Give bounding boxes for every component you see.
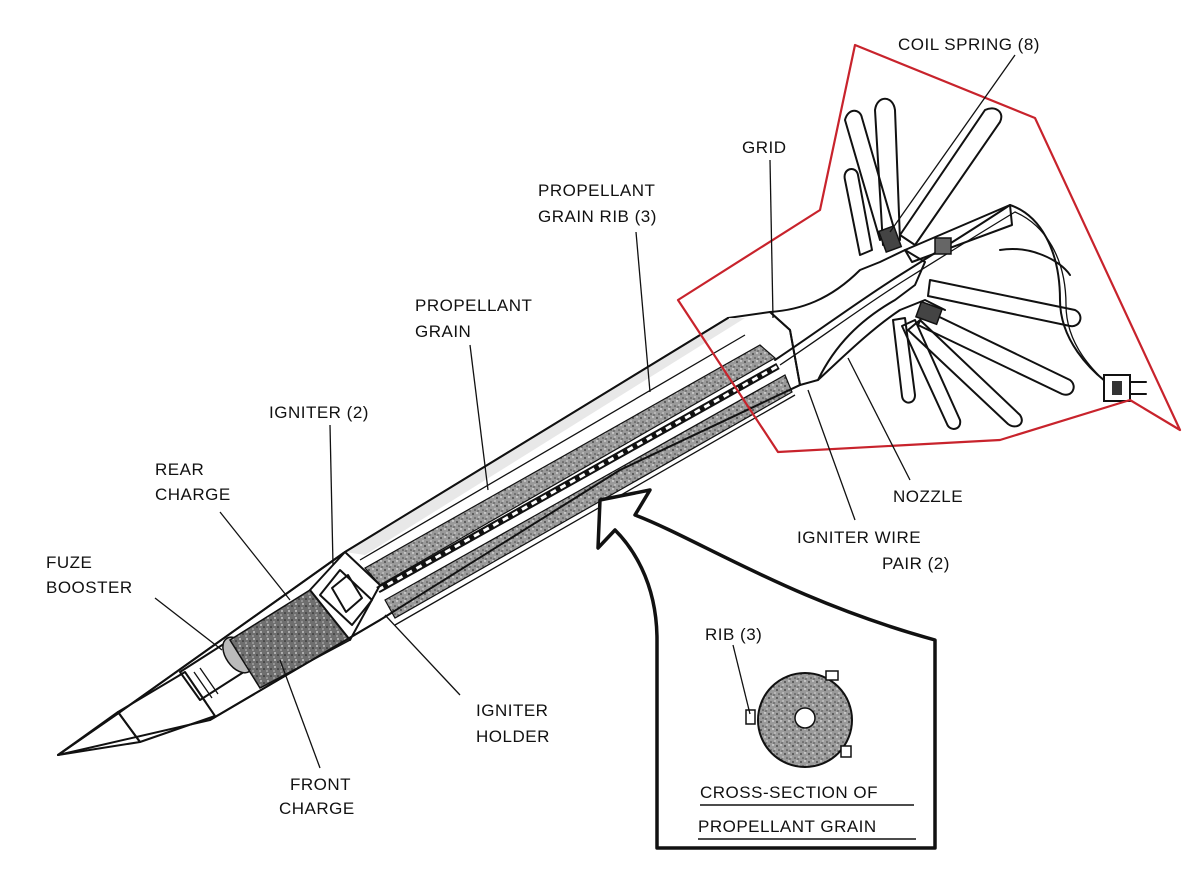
label-cross-section-2: PROPELLANT GRAIN [698, 817, 877, 836]
label-nozzle: NOZZLE [893, 487, 963, 506]
label-rear-charge-1: REAR [155, 460, 204, 479]
label-rib: RIB (3) [705, 625, 762, 644]
cross-section-disk [745, 670, 853, 768]
label-igniter: IGNITER (2) [269, 403, 369, 422]
leader-lines [154, 54, 1016, 769]
label-igniter-holder-2: HOLDER [476, 727, 550, 746]
label-grain-2: GRAIN [415, 322, 471, 341]
label-front-charge-2: CHARGE [279, 799, 355, 818]
fins [843, 97, 1082, 430]
igniter-holder [319, 569, 373, 626]
label-igniter-wire-2: PAIR (2) [882, 554, 950, 573]
label-igniter-holder-1: IGNITER [476, 701, 548, 720]
label-igniter-wire-1: IGNITER WIRE [797, 528, 921, 547]
label-grain-rib-1: PROPELLANT [538, 181, 655, 200]
label-grain-1: PROPELLANT [415, 296, 532, 315]
label-grain-rib-2: GRAIN RIB (3) [538, 207, 657, 226]
cross-section-callout-arrow [596, 488, 937, 850]
label-cross-section-1: CROSS-SECTION OF [700, 783, 878, 802]
label-fuze-booster-2: BOOSTER [46, 578, 133, 597]
tail-assembly [769, 97, 1147, 430]
tail-highlight-outline [676, 43, 1182, 454]
label-fuze-booster-1: FUZE [46, 553, 92, 572]
label-rear-charge-2: CHARGE [155, 485, 231, 504]
label-grid: GRID [742, 138, 787, 157]
connector-plug [1103, 374, 1147, 402]
labels: COIL SPRING (8) GRID PROPELLANT GRAIN RI… [46, 35, 1040, 840]
label-front-charge-1: FRONT [290, 775, 351, 794]
rocket-body [57, 311, 801, 756]
propellant-grain-band [364, 344, 777, 586]
label-coil-spring: COIL SPRING (8) [898, 35, 1040, 54]
